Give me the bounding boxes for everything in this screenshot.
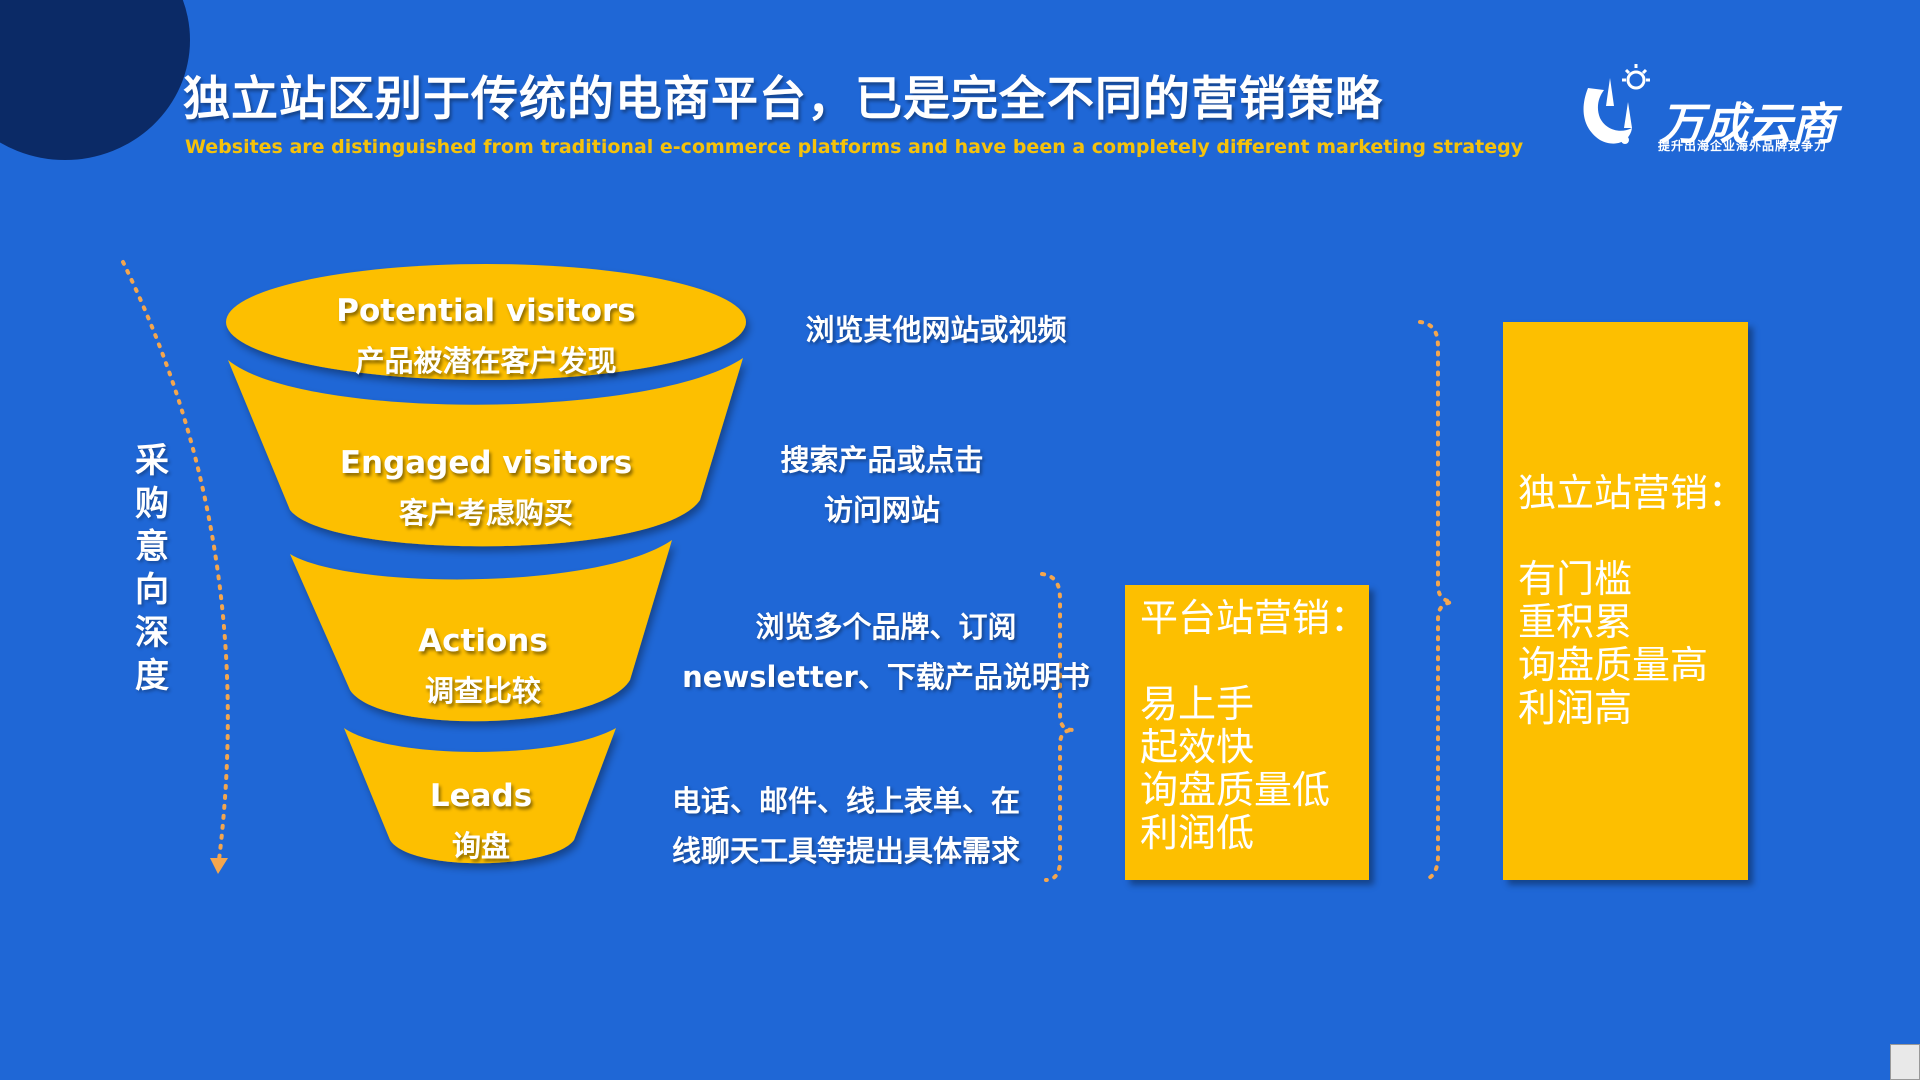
desc-line: 访问网站 <box>823 493 940 527</box>
arrow-head-icon <box>210 858 228 874</box>
corner-thumbnail <box>1890 1044 1920 1080</box>
desc-line: 浏览多个品牌、订阅 <box>755 610 1017 644</box>
page-subtitle: Websites are distinguished from traditio… <box>185 136 1524 158</box>
funnel-label-leads: Leads 询盘 <box>331 771 631 871</box>
box-line: 重积累 <box>1518 600 1633 644</box>
funnel-segment-4 <box>344 728 616 864</box>
funnel-desc-engaged: 搜索产品或点击 访问网站 <box>722 435 1042 535</box>
funnel-label-en: Potential visitors <box>336 293 636 329</box>
desc-line: 电话、邮件、线上表单、在 <box>671 784 1020 818</box>
funnel-label-zh: 询盘 <box>451 829 510 863</box>
platform-marketing-box: 平台站营销： 易上手 起效快 询盘质量低 利润低 <box>1125 585 1369 880</box>
logo-icon <box>1583 64 1650 144</box>
box-line: 利润低 <box>1140 811 1255 855</box>
desc-line: 搜索产品或点击 <box>780 443 984 477</box>
independent-marketing-box: 独立站营销： 有门槛 重积累 询盘质量高 利润高 <box>1503 322 1748 880</box>
logo-name: 万成云商 <box>1660 99 1836 150</box>
intent-arrow <box>121 260 230 870</box>
desc-line: 线聊天工具等提出具体需求 <box>671 834 1020 868</box>
box-line: 询盘质量高 <box>1518 643 1709 687</box>
funnel-label-en: Leads <box>429 778 533 814</box>
funnel-label-zh: 客户考虑购买 <box>398 496 573 530</box>
box-line: 起效快 <box>1140 725 1255 769</box>
funnel-label-en: Actions <box>418 623 548 659</box>
brace-independent <box>1418 320 1453 882</box>
funnel-desc-leads: 电话、邮件、线上表单、在 线聊天工具等提出具体需求 <box>646 776 1046 876</box>
funnel-label-en: Engaged visitors <box>339 445 633 481</box>
purchase-intent-label: 采购意向深度 <box>135 441 169 696</box>
box-heading: 平台站营销： <box>1140 596 1369 640</box>
funnel-segment-3 <box>290 540 672 722</box>
funnel-segment-2 <box>228 358 743 547</box>
desc-line: 浏览其他网站或视频 <box>805 313 1067 347</box>
funnel-desc-potential: 浏览其他网站或视频 <box>776 305 1096 355</box>
box-heading: 独立站营销： <box>1518 471 1747 515</box>
brace-platform <box>1040 572 1075 882</box>
box-line: 易上手 <box>1140 682 1255 726</box>
page-title: 独立站区别于传统的电商平台，已是完全不同的营销策略 <box>183 72 1383 127</box>
box-line: 询盘质量低 <box>1140 768 1331 812</box>
funnel-label-engaged: Engaged visitors 客户考虑购买 <box>336 438 636 538</box>
funnel-label-potential: Potential visitors 产品被潜在客户发现 <box>336 286 636 386</box>
box-line: 有门槛 <box>1518 557 1633 601</box>
funnel-desc-actions: 浏览多个品牌、订阅 newsletter、下载产品说明书 <box>666 602 1106 702</box>
funnel-label-actions: Actions 调查比较 <box>333 616 633 716</box>
funnel-label-zh: 调查比较 <box>424 674 541 708</box>
logo-tagline: 提升出海企业海外品牌竞争力 <box>1658 139 1828 153</box>
funnel-label-zh: 产品被潜在客户发现 <box>355 344 617 378</box>
funnel-top <box>226 264 746 380</box>
box-line: 利润高 <box>1518 686 1633 730</box>
desc-line: newsletter、下载产品说明书 <box>682 660 1090 694</box>
